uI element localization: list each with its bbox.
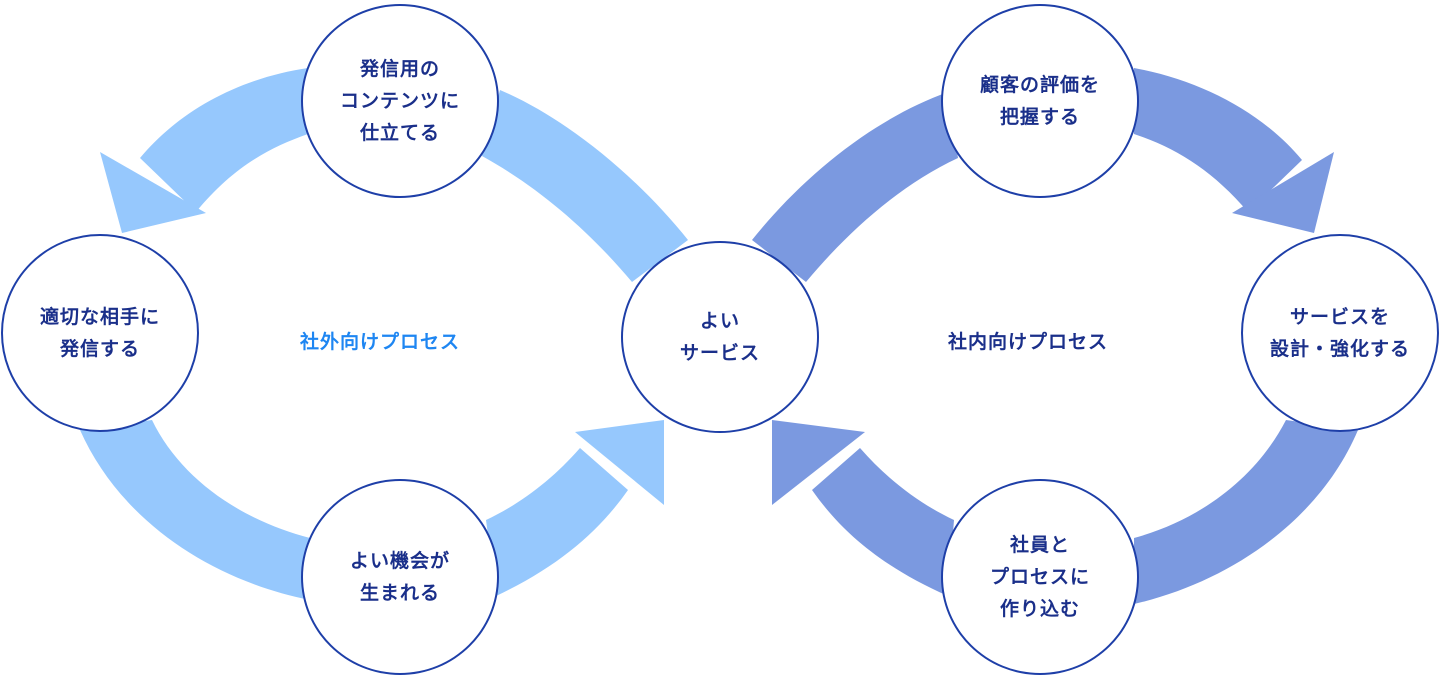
node-embed-in-staff-process: 社員と プロセスに 作り込む xyxy=(941,479,1139,675)
external-arrow-head-right xyxy=(575,420,664,505)
node-send-to-right-audience-label: 適切な相手に 発信する xyxy=(39,306,160,360)
node-good-service: よい サービス xyxy=(621,241,819,433)
external-arrow-lower-right-body xyxy=(486,448,628,596)
external-arrow-lower-left-body xyxy=(80,420,310,600)
external-process-loop xyxy=(80,68,688,600)
node-create-content-label: 発信用の コンテンツに 仕立てる xyxy=(339,58,460,144)
node-design-service-label: サービスを 設計・強化する xyxy=(1269,306,1410,360)
node-good-opportunity: よい機会が 生まれる xyxy=(301,479,499,675)
node-understand-evaluation-label: 顧客の評価を 把握する xyxy=(979,74,1100,128)
node-design-service: サービスを 設計・強化する xyxy=(1241,234,1439,432)
node-create-content: 発信用の コンテンツに 仕立てる xyxy=(301,4,499,198)
node-send-to-right-audience: 適切な相手に 発信する xyxy=(1,234,199,432)
external-process-label: 社外向けプロセス xyxy=(300,331,461,353)
external-arrow-upper-right-body xyxy=(482,90,688,282)
internal-arrow-head-right xyxy=(1232,152,1334,233)
node-good-service-label: よい サービス xyxy=(679,310,760,364)
external-arrow-head-left xyxy=(100,152,206,233)
node-understand-evaluation: 顧客の評価を 把握する xyxy=(941,4,1139,198)
internal-arrow-upper-right-body xyxy=(1134,68,1302,212)
internal-process-loop xyxy=(752,68,1358,604)
internal-arrow-upper-left-body xyxy=(752,92,958,282)
node-good-opportunity-label: よい機会が 生まれる xyxy=(349,550,450,604)
internal-process-label: 社内向けプロセス xyxy=(948,331,1109,353)
node-embed-in-staff-process-label: 社員と プロセスに 作り込む xyxy=(989,534,1090,620)
internal-arrow-head-left xyxy=(772,420,865,505)
internal-arrow-lower-right-body xyxy=(1134,420,1358,604)
internal-arrow-lower-left-body xyxy=(812,448,954,596)
external-arrow-upper-left-body xyxy=(140,68,308,212)
